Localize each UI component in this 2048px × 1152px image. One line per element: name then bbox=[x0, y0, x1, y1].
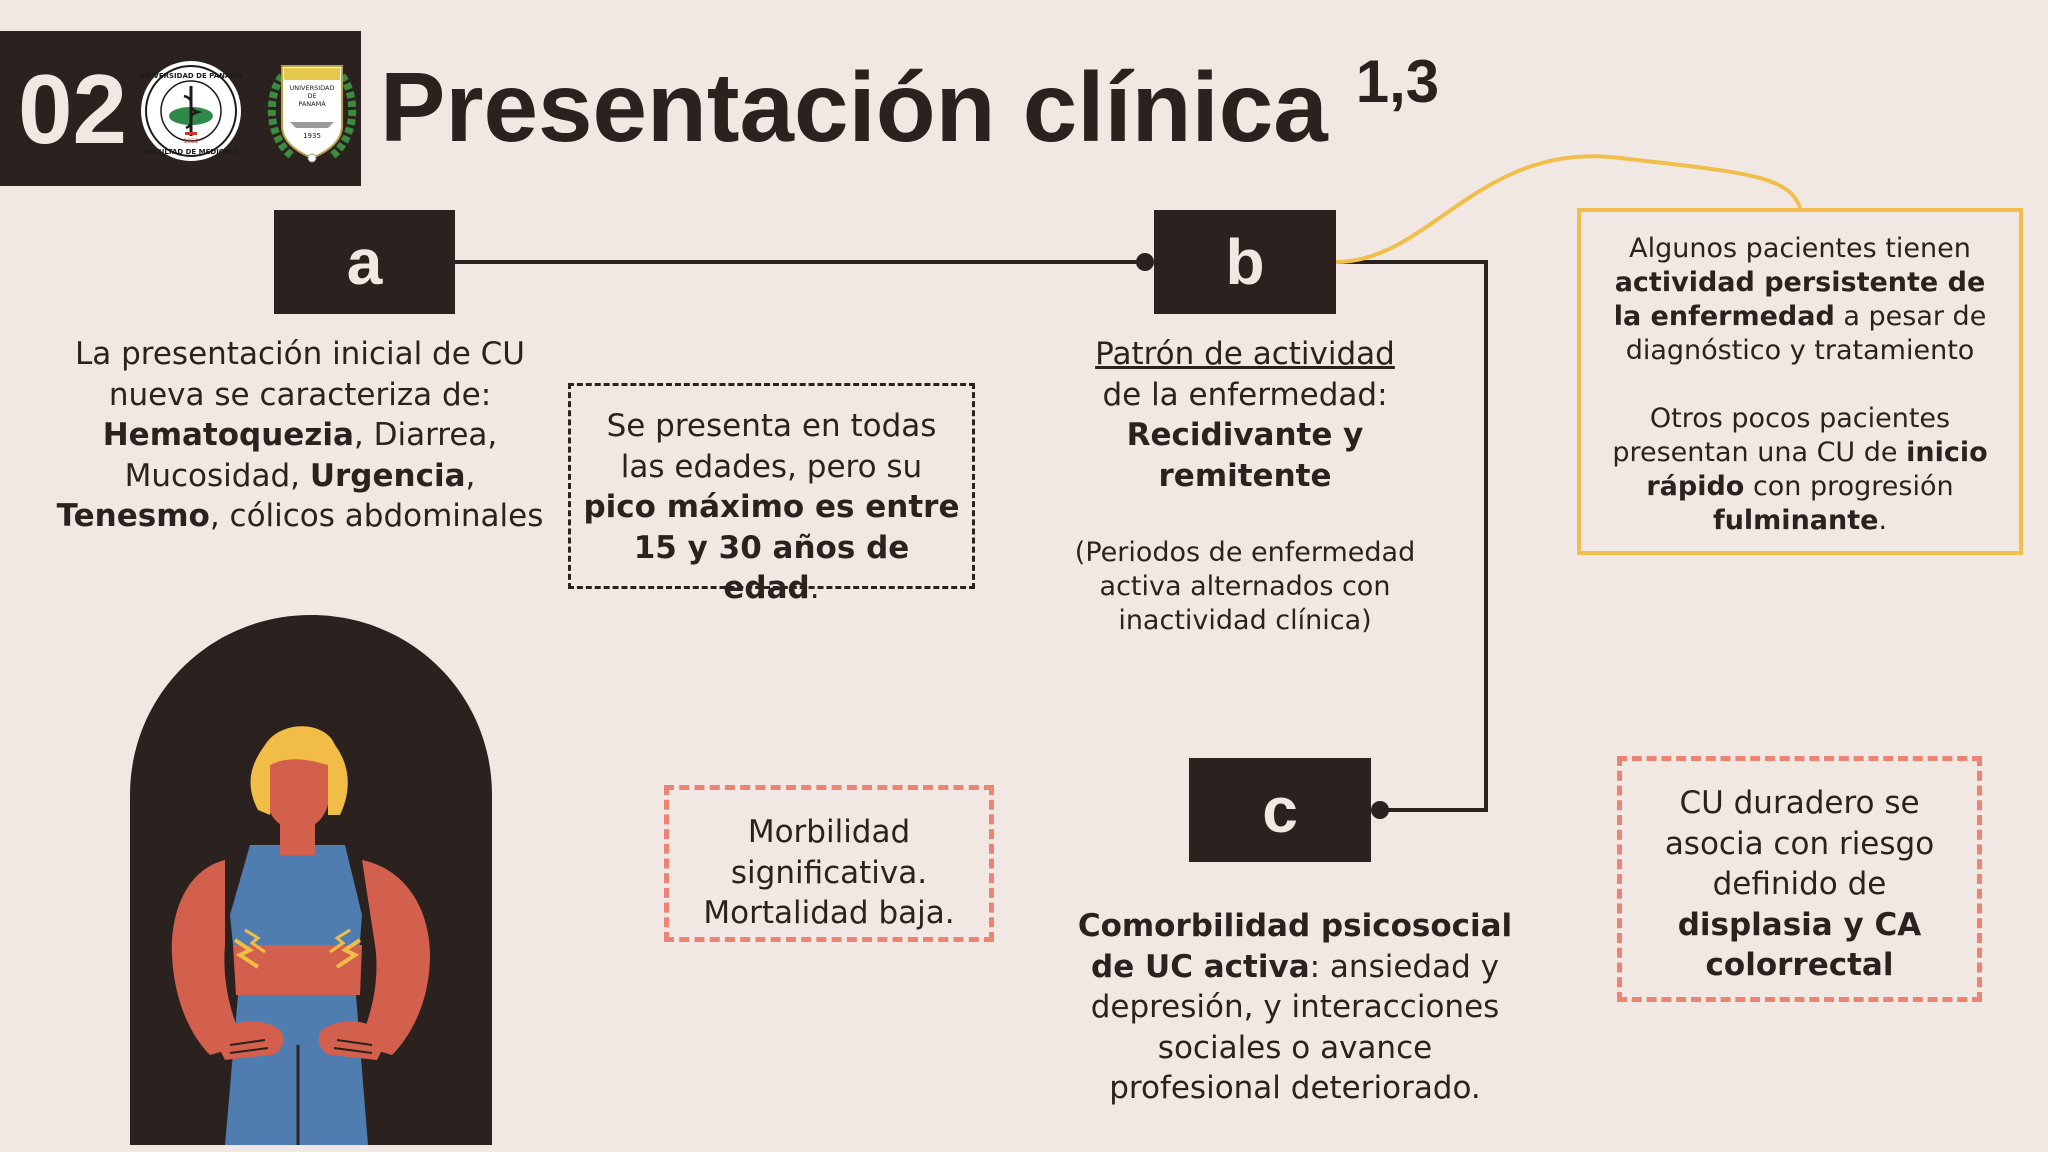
colorectal-risk-box: CU duradero se asocia con riesgo definid… bbox=[1617, 756, 1982, 1002]
symptom-tenesmo: Tenesmo bbox=[56, 498, 210, 534]
symptom-separator-2: , bbox=[465, 457, 476, 494]
note-p1-bold: actividad persistente de la enfermedad bbox=[1613, 267, 1986, 332]
seal-bottom-text: FACULTAD DE MEDICINA bbox=[144, 148, 238, 156]
patient-abdominal-pain-illustration bbox=[130, 615, 492, 1145]
crest-text-2: DE bbox=[307, 92, 316, 100]
crest-year-text: 1935 bbox=[303, 132, 321, 140]
symptom-separator-1: , Diarrea, Mucosidad, bbox=[124, 417, 498, 494]
faculty-seal-logo: UNIVERSIDAD DE PANAMÁ FACULTAD DE MEDICI… bbox=[140, 61, 242, 161]
connector-dot-c bbox=[1371, 801, 1389, 819]
b-note-connector bbox=[1335, 154, 1802, 264]
note-p2-bold-onset: inicio rápido bbox=[1646, 437, 1988, 502]
activity-pattern-text: Patrón de actividad de la enfermedad: Re… bbox=[1050, 334, 1440, 496]
note-p2-text: Otros pocos pacientes presentan una CU d… bbox=[1612, 403, 1951, 468]
step-c-letter: c bbox=[1262, 774, 1298, 846]
age-box-text: Se presenta en todas las edades, pero su bbox=[606, 408, 937, 485]
initial-presentation-text: La presentación inicial de CU nueva se c… bbox=[40, 334, 560, 537]
activity-pattern-heading-rest: de la enfermedad: bbox=[1102, 376, 1388, 413]
note-p1-text: Algunos pacientes tienen bbox=[1629, 233, 1971, 264]
risk-box-bold: displasia y CA colorrectal bbox=[1677, 906, 1922, 984]
psychosocial-comorbidity-bold: Comorbilidad psicosocial de UC activa bbox=[1077, 908, 1513, 985]
connector-dot-b bbox=[1136, 253, 1154, 271]
section-number: 02 bbox=[18, 54, 128, 164]
mortality-text: Mortalidad baja. bbox=[703, 895, 955, 931]
disease-course-note: Algunos pacientes tienen actividad persi… bbox=[1577, 208, 2023, 555]
age-box-end: . bbox=[809, 570, 820, 606]
crest-text-3: PANAMÁ bbox=[298, 99, 326, 108]
morbidity-mortality-box: Morbilidad significativa. Mortalidad baj… bbox=[664, 785, 994, 942]
page-title-text: Presentación clínica bbox=[380, 52, 1328, 162]
step-b-letter: b bbox=[1225, 226, 1265, 298]
note-p2-text-mid: con progresión bbox=[1744, 471, 1954, 502]
seal-year-text: 1951 bbox=[183, 138, 198, 145]
note-p2-bold-fulminant: fulminante bbox=[1712, 505, 1879, 536]
note-p2-end: . bbox=[1878, 505, 1888, 536]
step-b-badge: b bbox=[1154, 210, 1336, 314]
crest-text-1: UNIVERSIDAD bbox=[290, 84, 335, 92]
risk-box-text: CU duradero se asocia con riesgo definid… bbox=[1664, 785, 1935, 902]
seal-top-text: UNIVERSIDAD DE PANAMÁ bbox=[140, 71, 242, 80]
symptom-urgencia: Urgencia bbox=[309, 457, 466, 494]
step-a-letter: a bbox=[346, 226, 383, 298]
activity-pattern-heading: Patrón de actividad bbox=[1095, 336, 1395, 372]
psychosocial-comorbidity-text: Comorbilidad psicosocial de UC activa: a… bbox=[1070, 906, 1520, 1109]
title-references: 1,3 bbox=[1355, 48, 1440, 115]
morbidity-text: Morbilidad significativa. bbox=[730, 814, 928, 891]
b-c-connector bbox=[1336, 260, 1488, 812]
university-crest-logo: UNIVERSIDAD DE PANAMÁ 1935 bbox=[267, 65, 357, 163]
symptom-separator-3: , cólicos abdominales bbox=[209, 498, 544, 534]
age-peak-box: Se presenta en todas las edades, pero su… bbox=[568, 383, 975, 606]
initial-presentation-intro: La presentación inicial de CU nueva se c… bbox=[74, 336, 525, 413]
psychosocial-comorbidity-rest: : ansiedad y depresión, y interacciones … bbox=[1090, 948, 1500, 1107]
age-box-bold-text: pico máximo es entre 15 y 30 años de eda… bbox=[583, 489, 960, 606]
step-a-badge: a bbox=[274, 210, 455, 314]
note-p1-text-end: a pesar de diagnóstico y tratamiento bbox=[1625, 301, 1987, 366]
activity-pattern-value: Recidivante y remitente bbox=[1126, 417, 1364, 494]
symptom-hematoquezia: Hematoquezia bbox=[102, 417, 354, 453]
step-c-badge: c bbox=[1189, 758, 1371, 862]
activity-pattern-note: (Periodos de enfermedad activa alternado… bbox=[1074, 537, 1416, 636]
